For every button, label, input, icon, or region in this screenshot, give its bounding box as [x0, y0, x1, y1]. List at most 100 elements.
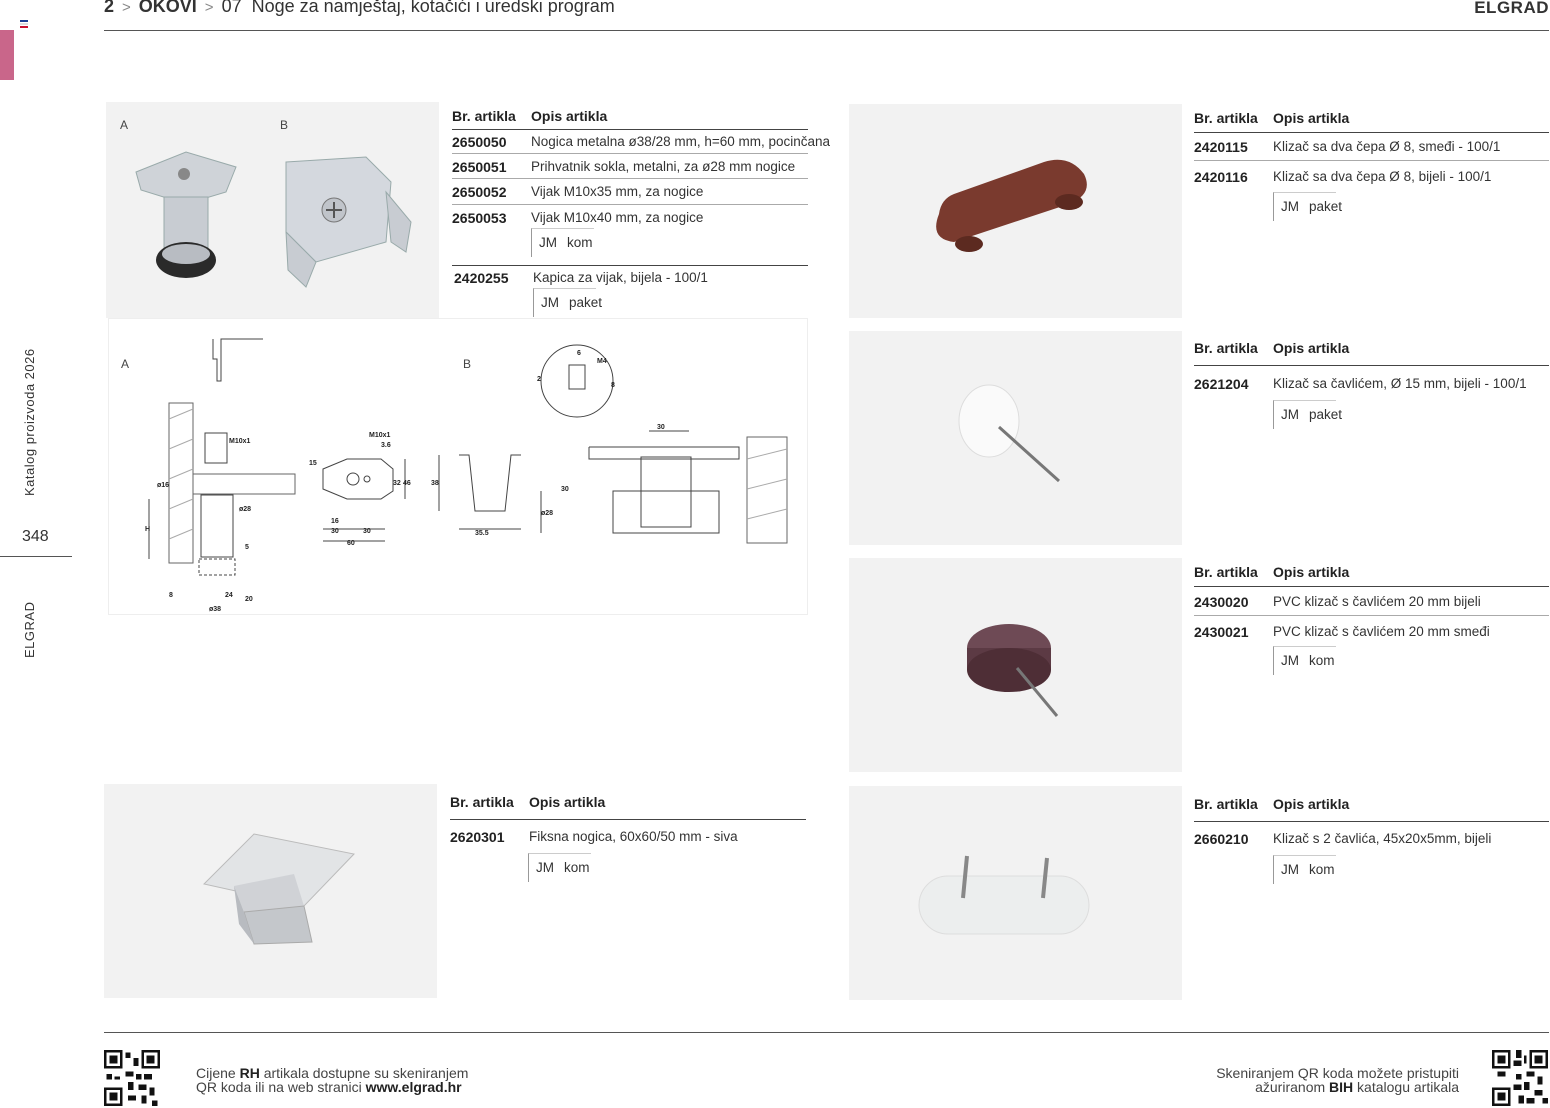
article-desc: Vijak M10x35 mm, za nogice [531, 184, 704, 199]
dim-label: ø28 [239, 506, 251, 513]
dim-label: 24 [225, 592, 233, 599]
unit-of-measure: JM kom [1273, 855, 1336, 884]
technical-drawing: A B M10x1 ø16 ø28 H [108, 318, 808, 615]
col-header-desc: Opis artikla [531, 108, 608, 124]
article-desc: Klizač sa čavlićem, Ø 15 mm, bijeli - 10… [1273, 376, 1527, 391]
product-table-4: Br. artikla Opis artikla 2430020 PVC kli… [1194, 558, 1549, 688]
divider [0, 556, 72, 557]
website-link[interactable]: www.elgrad.hr [365, 1079, 462, 1095]
footer-text-bold: BIH [1329, 1079, 1354, 1095]
col-header-code: Br. artikla [1194, 340, 1258, 356]
row-divider [1194, 160, 1549, 161]
product-table-1: Br. artikla Opis artikla 2650050 Nogica … [452, 102, 830, 318]
col-header-code: Br. artikla [452, 108, 516, 124]
product-image-fixed-foot [104, 784, 437, 998]
brown-pvc-glide-illustration [967, 624, 1059, 717]
unit-value: kom [1309, 862, 1335, 877]
dim-label: 16 [331, 518, 339, 525]
dim-label: 30 [363, 528, 371, 535]
dim-label: M10x1 [229, 438, 251, 445]
section-rule [452, 265, 808, 266]
dim-label: ø16 [157, 482, 169, 489]
article-code: 2420116 [1194, 169, 1248, 185]
dim-label: ø28 [541, 510, 553, 517]
unit-value: kom [567, 235, 593, 250]
unit-value: paket [569, 295, 603, 310]
unit-value: kom [564, 860, 590, 875]
article-code: 2660210 [1194, 831, 1249, 847]
qr-code-icon-bih[interactable] [1492, 1050, 1548, 1106]
footer-text: artikala dostupne su skeniranjem [259, 1065, 469, 1081]
dim-label: 5 [245, 544, 249, 551]
row-divider [452, 178, 808, 179]
footer-text-bold: RH [239, 1065, 260, 1081]
dim-label: 46 [403, 480, 411, 487]
square-foot-illustration [203, 833, 355, 945]
drawing-label-a: A [121, 357, 130, 371]
article-code: 2430021 [1194, 624, 1249, 640]
chevron-right-icon: > [204, 0, 214, 16]
header-rule [452, 129, 808, 130]
breadcrumb-section[interactable]: OKOVI [138, 0, 197, 16]
unit-label: JM [541, 295, 559, 310]
col-header-desc: Opis artikla [529, 794, 606, 810]
article-code: 2420255 [454, 270, 509, 286]
footer-text: katalogu artikala [1353, 1079, 1459, 1095]
col-header-desc: Opis artikla [1273, 110, 1350, 126]
col-header-code: Br. artikla [1194, 796, 1258, 812]
dim-label: 15 [309, 460, 317, 467]
dim-label: 35.5 [475, 530, 489, 537]
product-table-3: Br. artikla Opis artikla 2621204 Klizač … [1194, 334, 1549, 444]
article-desc: Klizač s 2 čavlića, 45x20x5mm, bijeli [1273, 831, 1492, 846]
col-header-desc: Opis artikla [1273, 796, 1350, 812]
col-header-code: Br. artikla [1194, 110, 1258, 126]
brand-logo: ELGRAD [1474, 0, 1549, 17]
article-code: 2621204 [1194, 376, 1249, 392]
dim-label: 60 [347, 540, 355, 547]
col-header-code: Br. artikla [1194, 564, 1258, 580]
unit-label: JM [536, 860, 554, 875]
dim-label: M4 [597, 358, 607, 365]
metal-leg-illustration [135, 151, 237, 278]
article-desc: PVC klizač s čavlićem 20 mm smeđi [1273, 624, 1490, 639]
breadcrumb-subsection-title: Noge za namještaj, kotačići i uredski pr… [251, 0, 615, 16]
header-rule [1194, 132, 1549, 133]
product-image-glide-nail [849, 331, 1182, 545]
dim-label: 30 [561, 486, 569, 493]
dim-label: 2 [537, 376, 541, 383]
article-desc: Klizač sa dva čepa Ø 8, bijeli - 100/1 [1273, 169, 1492, 184]
col-header-desc: Opis artikla [1273, 340, 1350, 356]
header-rule [1194, 821, 1549, 822]
qr-code-icon-rh[interactable] [104, 1050, 160, 1106]
article-desc: Klizač sa dva čepa Ø 8, smeđi - 100/1 [1273, 139, 1501, 154]
product-table-5: Br. artikla Opis artikla 2620301 Fiksna … [450, 788, 806, 898]
article-desc: Fiksna nogica, 60x60/50 mm - siva [529, 829, 738, 844]
breadcrumb-subsection-num: 07 [221, 0, 242, 16]
product-image-pvc-glide [849, 558, 1182, 772]
unit-of-measure: JM kom [528, 853, 591, 882]
flag-icon [20, 20, 28, 28]
drawing-label-b: B [463, 357, 472, 371]
article-desc: Kapica za vijak, bijela - 100/1 [533, 270, 708, 285]
dim-label: 30 [331, 528, 339, 535]
row-divider [452, 153, 808, 154]
row-divider [452, 204, 808, 205]
breadcrumb-chapter[interactable]: 2 [104, 0, 115, 16]
article-code: 2650053 [452, 210, 507, 226]
article-code: 2420115 [1194, 139, 1248, 155]
row-divider [1194, 615, 1549, 616]
article-code: 2620301 [450, 829, 505, 845]
unit-label: JM [1281, 862, 1299, 877]
article-code: 2650052 [452, 184, 507, 200]
unit-value: kom [1309, 653, 1335, 668]
dim-label: 38 [431, 480, 439, 487]
header-rule [1194, 365, 1549, 366]
article-desc: Vijak M10x40 mm, za nogice [531, 210, 704, 225]
article-desc: PVC klizač s čavlićem 20 mm bijeli [1273, 594, 1481, 609]
section-color-tab [0, 30, 14, 80]
catalog-label: Katalog proizvoda 2026 [22, 348, 37, 496]
dim-label: ø38 [209, 606, 221, 613]
